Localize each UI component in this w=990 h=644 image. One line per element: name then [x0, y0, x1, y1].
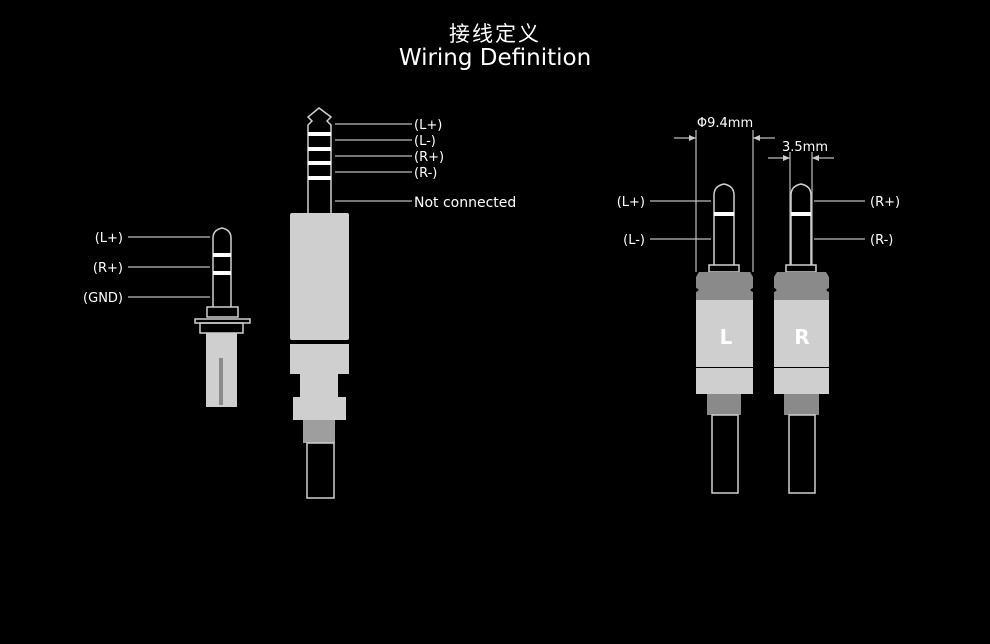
- left-plug: L (L+) (L-): [617, 183, 753, 494]
- diameter-label: Φ9.4mm: [697, 116, 753, 131]
- pin-size-label: 3.5mm: [782, 140, 828, 155]
- right-plug-label-r-plus: (R+): [870, 195, 900, 210]
- left-plug-label-l-minus: (L-): [623, 233, 645, 248]
- title-english: Wiring Definition: [398, 45, 592, 71]
- title-chinese: 接线定义: [449, 22, 541, 46]
- large-plug-label-l-minus: (L-): [414, 134, 436, 149]
- large-plug-label-l-plus: (L+): [414, 118, 442, 133]
- large-plug-label-not-connected: Not connected: [414, 195, 516, 211]
- left-plug-letter: L: [720, 325, 733, 349]
- small-plug-label-gnd: (GND): [83, 291, 123, 306]
- large-5-pole-plug: (L+) (L-) (R+) (R-) Not connected: [290, 107, 516, 499]
- small-plug-label-l-plus: (L+): [95, 231, 123, 246]
- small-3-pole-plug: (L+) (R+) (GND): [83, 227, 251, 407]
- large-plug-label-r-minus: (R-): [414, 166, 437, 181]
- large-plug-label-r-plus: (R+): [414, 150, 444, 165]
- dual-lr-plugs: Φ9.4mm 3.5mm L (L+) (L-): [617, 116, 900, 494]
- right-plug-letter: R: [794, 325, 809, 349]
- right-plug-label-r-minus: (R-): [870, 233, 893, 248]
- small-plug-label-r-plus: (R+): [93, 261, 123, 276]
- left-plug-label-l-plus: (L+): [617, 195, 645, 210]
- right-plug: R (R+) (R-): [774, 183, 900, 494]
